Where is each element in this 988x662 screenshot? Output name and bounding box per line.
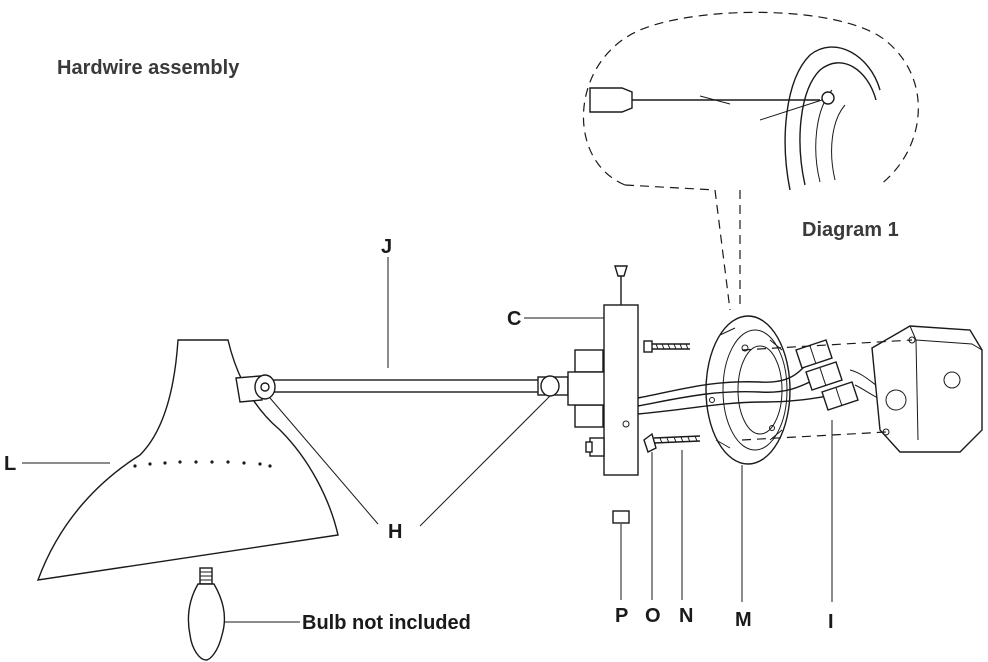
part-label-n: N <box>679 605 693 627</box>
mounting-ring-detail <box>759 46 881 191</box>
wire-connectors <box>795 339 859 411</box>
part-label-o: O <box>645 605 661 627</box>
junction-box <box>871 325 983 453</box>
page-title: Hardwire assembly <box>57 57 240 79</box>
shade-perforations <box>133 460 272 468</box>
part-label-m: M <box>735 609 752 631</box>
mounting-ring <box>705 315 791 465</box>
mounting-screw-upper <box>643 340 690 353</box>
mounting-screw-lower <box>643 432 701 453</box>
arm-rod <box>235 374 569 403</box>
part-label-j: J <box>381 236 392 258</box>
part-label-i: I <box>828 611 834 633</box>
bulb <box>187 567 226 661</box>
screwdriver-detail <box>589 87 820 113</box>
diagram-1-label: Diagram 1 <box>802 219 899 241</box>
part-label-h: H <box>388 521 402 543</box>
small-cap <box>612 510 630 524</box>
lamp-shade <box>36 339 339 581</box>
bulb-note: Bulb not included <box>302 612 471 634</box>
part-label-l: L <box>4 453 16 475</box>
part-label-c: C <box>507 308 521 330</box>
wall-plate <box>567 265 639 476</box>
detail-callout <box>582 11 919 311</box>
part-label-p: P <box>615 605 628 627</box>
leader-lines <box>22 257 833 623</box>
